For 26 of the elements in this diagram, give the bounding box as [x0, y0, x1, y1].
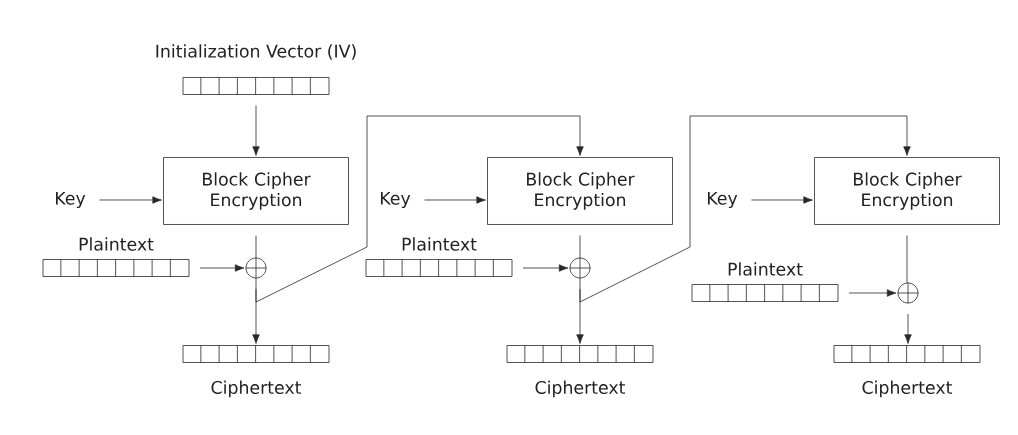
arrow — [424, 196, 486, 204]
arrow — [579, 115, 911, 303]
cipher-box: Block Cipher Encryption — [163, 157, 349, 225]
key-label: Key — [708, 191, 738, 209]
arrow — [848, 289, 897, 297]
arrow — [99, 196, 162, 204]
arrow — [199, 264, 245, 272]
arrow — [252, 105, 260, 156]
arrow — [904, 313, 912, 344]
cipher-box: Block Cipher Encryption — [814, 157, 1000, 225]
register-label: Ciphertext — [862, 380, 953, 398]
arrow — [255, 115, 584, 303]
xor-symbol — [569, 257, 591, 279]
key-label: Key — [381, 191, 411, 209]
register-label: Plaintext — [728, 262, 803, 276]
arrow — [522, 264, 569, 272]
register-label: Ciphertext — [535, 380, 626, 398]
key-label: Key — [56, 191, 86, 209]
register-label: Plaintext — [402, 237, 477, 251]
register-label: Ciphertext — [211, 380, 302, 398]
xor-symbol — [897, 282, 919, 304]
cipher-box: Block Cipher Encryption — [487, 157, 673, 225]
xor-symbol — [245, 257, 267, 279]
register-label: Initialization Vector (IV) — [156, 44, 356, 60]
arrow — [751, 196, 813, 204]
register-label: Plaintext — [79, 237, 154, 251]
